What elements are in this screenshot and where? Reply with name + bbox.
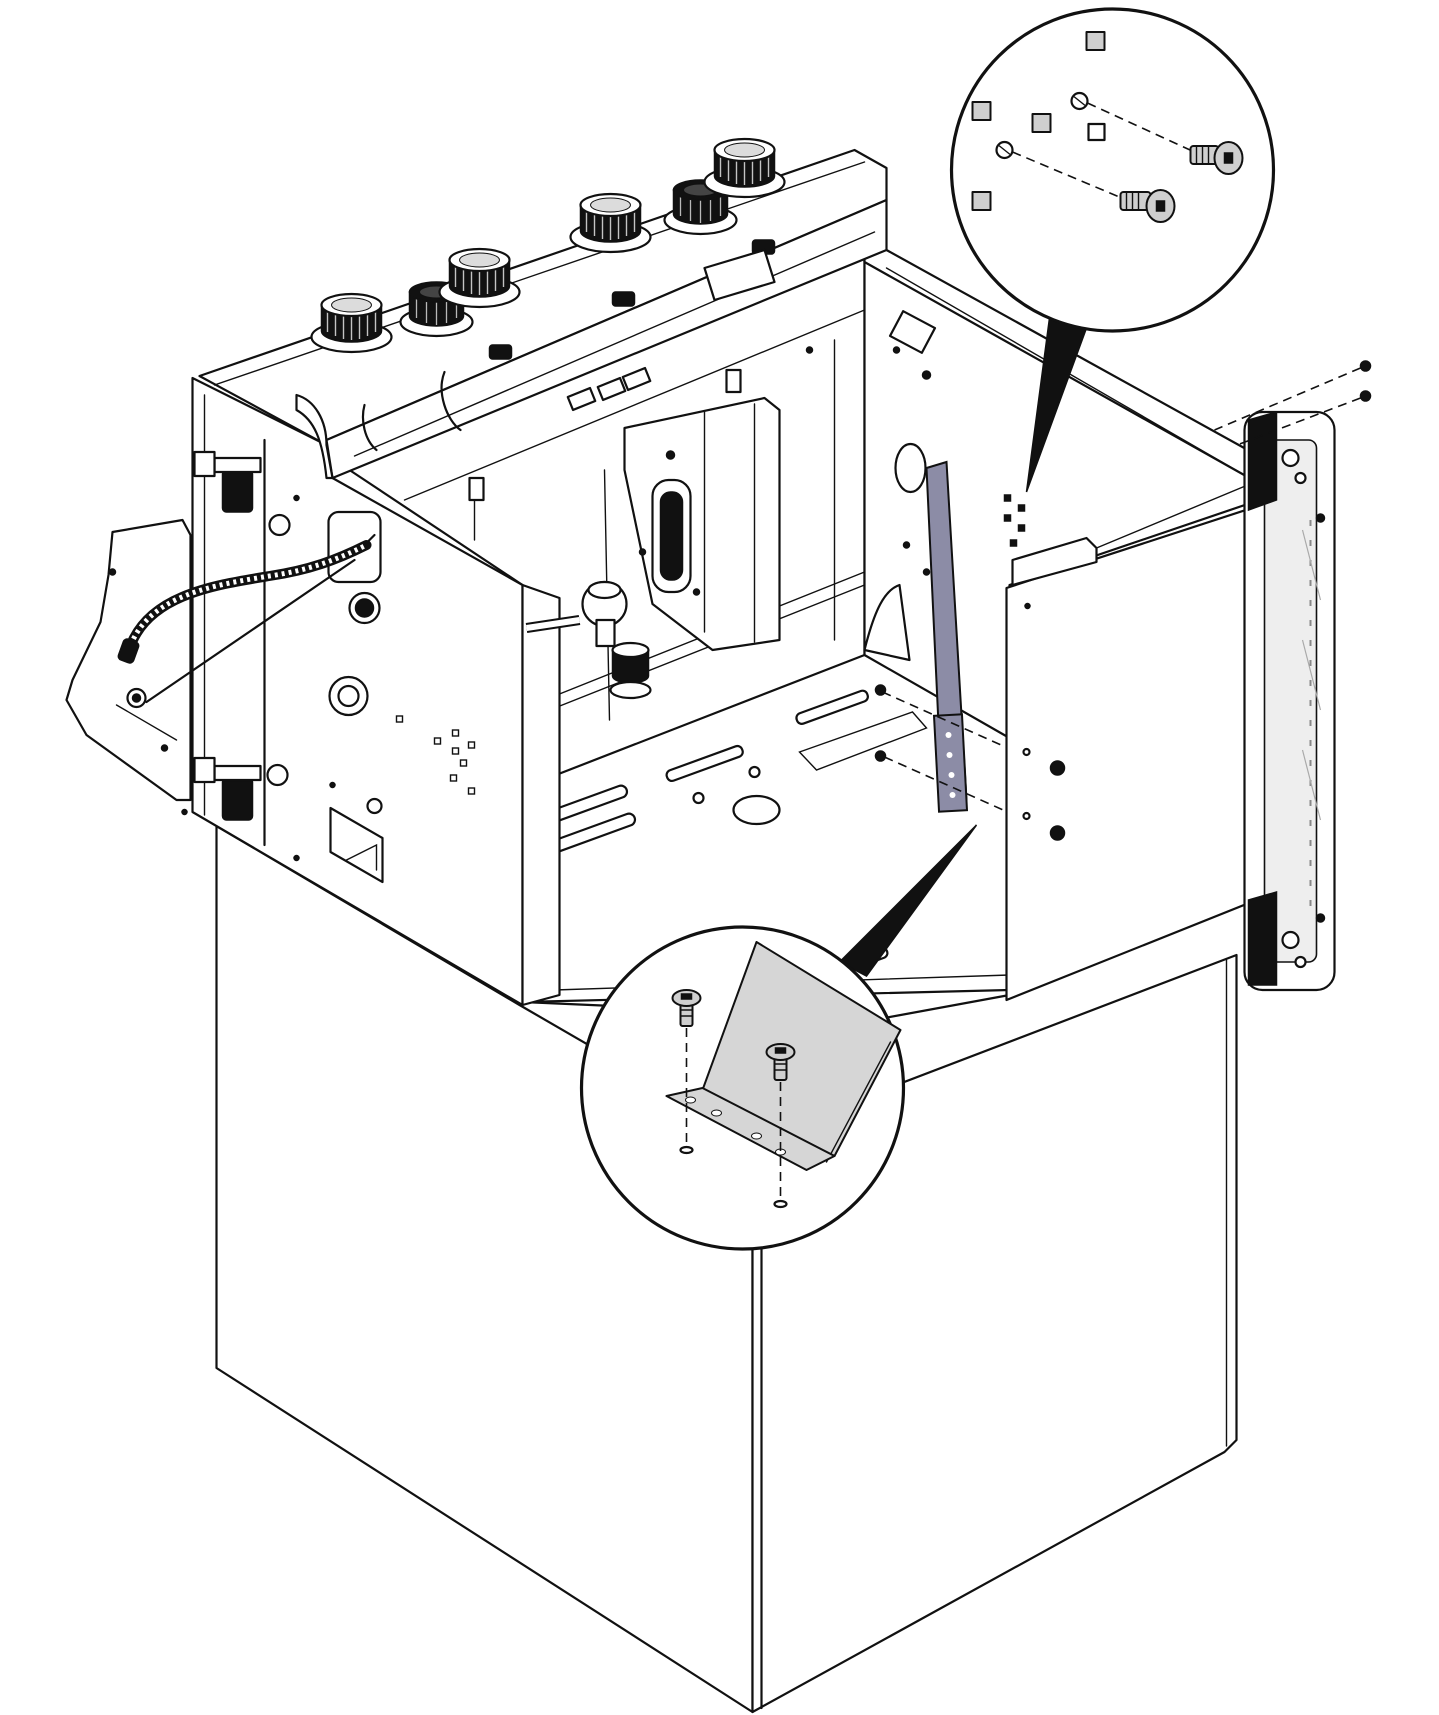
side-mount-bracket <box>1243 410 1336 992</box>
screw-icon <box>1119 189 1176 223</box>
center-duct <box>623 396 781 652</box>
bracket-flange <box>665 1087 836 1171</box>
detail-callout-top <box>949 7 1276 493</box>
right-door-panel <box>1005 477 1283 1002</box>
screw-icon <box>671 989 702 1027</box>
knob-icon <box>569 192 652 254</box>
panel-hole <box>266 763 289 787</box>
control-panel <box>198 137 888 480</box>
igniter-cable <box>117 533 376 704</box>
lower-vent-opening <box>329 806 384 884</box>
magnifier-callout-icon <box>949 7 1276 333</box>
keyhole <box>748 765 761 779</box>
right-inner-wall <box>863 248 1261 740</box>
keyhole <box>692 791 705 805</box>
detail-callout-bottom <box>579 824 978 1251</box>
screw-icon <box>1189 141 1244 175</box>
mount-squares <box>1003 494 1026 547</box>
wire-clips <box>468 366 742 502</box>
callout-bottom-contents <box>665 941 902 1209</box>
valve-stems <box>361 239 776 452</box>
panel-hole <box>268 513 291 537</box>
screw-icon <box>1359 360 1372 372</box>
callout-top-contents <box>971 31 1244 223</box>
gas-regulator <box>525 580 652 700</box>
wall-hole <box>894 442 927 494</box>
corner-tab <box>863 583 911 662</box>
back-wall <box>348 248 866 790</box>
nut-icon <box>1049 760 1066 776</box>
latch-clip-lower <box>221 777 254 821</box>
support-strap <box>874 460 1053 833</box>
panel-front-flange <box>521 583 561 1007</box>
knob-icon <box>310 292 393 354</box>
screw-icon <box>765 1043 796 1081</box>
knob-icon <box>703 137 786 199</box>
panel-corner-cap <box>295 393 334 480</box>
tray-plate-outline <box>798 711 928 771</box>
tray-drain-hole <box>732 794 781 826</box>
door-top-flap <box>1011 536 1098 587</box>
wall-notch <box>888 310 937 354</box>
left-side-panel <box>181 376 561 1007</box>
knob-icon <box>438 247 521 309</box>
panel-square-holes <box>395 715 476 795</box>
loose-screws-right <box>1214 360 1372 447</box>
screw-icon <box>1359 390 1372 402</box>
latch-clip-upper <box>221 469 254 513</box>
nut-icon <box>1049 825 1066 841</box>
upper-housing <box>65 137 1372 1020</box>
hinge-tab <box>193 450 216 478</box>
hinge-tab <box>193 756 216 784</box>
